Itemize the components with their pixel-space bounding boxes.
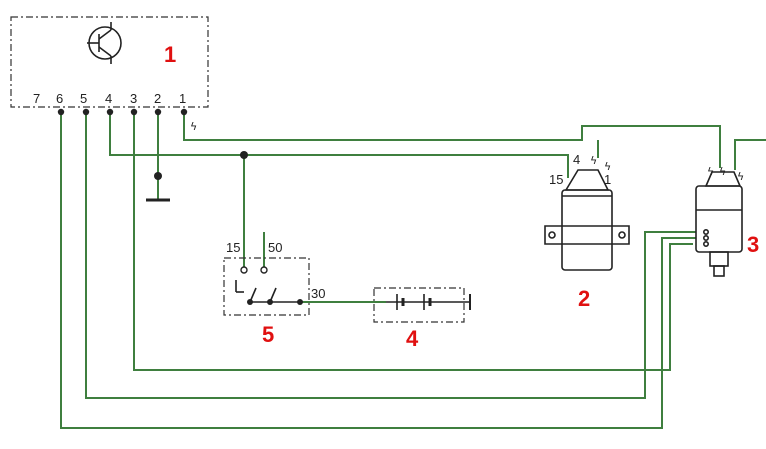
spark-bolt-icon: ϟ: [590, 154, 597, 167]
control-unit-number: 1: [164, 42, 176, 67]
pin-label-1: 1: [179, 91, 186, 106]
switch-terminal-50: 50: [268, 240, 282, 255]
spark-bolt-icon: ϟ: [707, 165, 714, 178]
coil-bracket: [544, 225, 630, 245]
ignition-coil: 15 4 1 ϟ ϟ 2: [544, 152, 630, 311]
distributor-shaft: [709, 251, 729, 267]
distributor-shaft-end: [713, 265, 725, 277]
ignition-switch-number: 5: [262, 322, 274, 347]
ignition-coil-number: 2: [578, 286, 590, 311]
wire-pin5-distributor: [85, 112, 696, 399]
pin-dot-5: [82, 108, 90, 116]
junction-dot: [154, 172, 162, 180]
pin-label-6: 6: [56, 91, 63, 106]
pin-label-4: 4: [105, 91, 112, 106]
spark-bolt-icon: ϟ: [604, 160, 611, 173]
wire-pin4-coil15: [109, 112, 569, 178]
pin-dot-4: [106, 108, 114, 116]
junction-dot: [240, 151, 248, 159]
switch-terminal-30: 30: [311, 286, 325, 301]
coil-body: [561, 189, 613, 271]
switch-terminal-15: 15: [226, 240, 240, 255]
distributor-number: 3: [747, 232, 759, 257]
distributor-body: [695, 185, 743, 253]
pin-label-7: 7: [33, 91, 40, 106]
wire-pin1-coil: [183, 112, 721, 168]
distributor: ϟ ϟ ϟ 3: [695, 165, 759, 277]
wires: [60, 112, 766, 429]
transistor-icon: [87, 22, 122, 64]
pin-dot-6: [57, 108, 65, 116]
pin-dot-1: [180, 108, 188, 116]
ignition-switch-box: [223, 257, 310, 316]
battery: 4: [373, 287, 471, 351]
pin-dot-3: [130, 108, 138, 116]
coil-terminal-4: 4: [573, 152, 580, 167]
pin-label-5: 5: [80, 91, 87, 106]
wire-pin6-distributor: [60, 112, 696, 429]
battery-number: 4: [406, 326, 419, 351]
wire-distributor-top: [734, 139, 766, 170]
pin-label-2: 2: [154, 91, 161, 106]
control-unit-box: [10, 16, 209, 108]
pin-dot-2: [154, 108, 162, 116]
coil-terminal-15: 15: [549, 172, 563, 187]
coil-cap: [564, 169, 610, 191]
wire-pin3-distributor: [133, 112, 693, 371]
ignition-switch: 15 50 30 5: [223, 240, 325, 347]
spark-bolt-icon: ϟ: [737, 170, 744, 183]
control-unit: 1 7 6 5 4 3 2 1 ϟ: [10, 16, 209, 133]
spark-bolt-icon: ϟ: [190, 120, 197, 133]
battery-box: [373, 287, 465, 323]
pin-label-3: 3: [130, 91, 137, 106]
coil-terminal-1: 1: [604, 172, 611, 187]
